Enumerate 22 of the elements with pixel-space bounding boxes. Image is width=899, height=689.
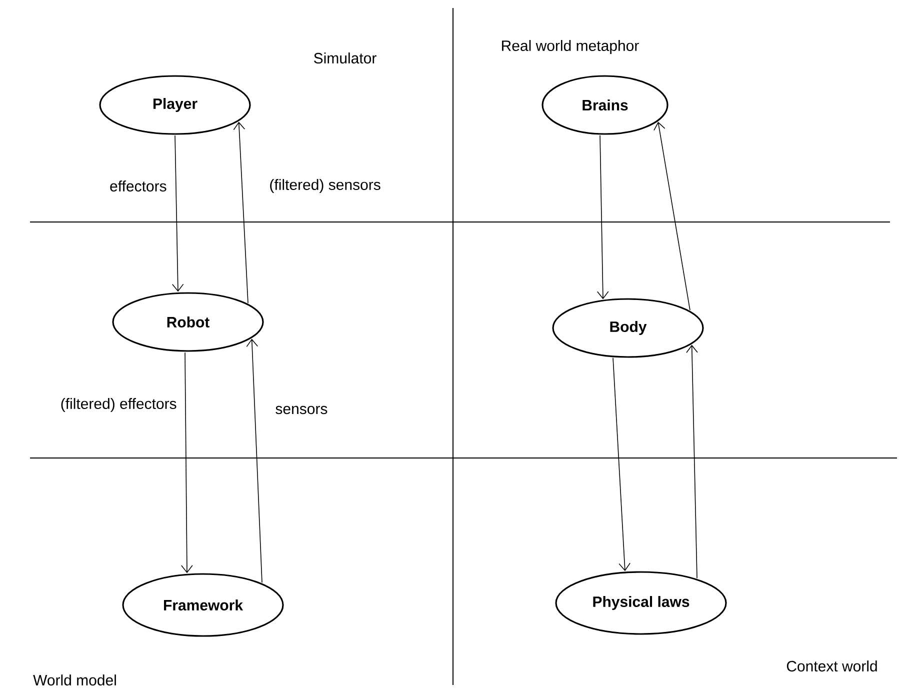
ellipse-node: Robot — [112, 292, 264, 352]
arrow — [172, 135, 184, 292]
arrow — [233, 122, 248, 304]
region-label: Simulator — [314, 52, 376, 64]
arrow — [612, 358, 630, 572]
ellipse-node: Framework — [122, 573, 284, 637]
region-label: Context world — [786, 660, 877, 672]
arrow — [654, 122, 690, 311]
region-label: Real world metaphor — [502, 40, 639, 54]
ellipse-node: Player — [99, 75, 251, 135]
region-label: World model — [33, 674, 116, 686]
ellipse-node: Physical laws — [555, 571, 727, 635]
edge-label: sensors — [276, 406, 328, 414]
edge-label: effectors — [110, 180, 166, 192]
ellipse-node: Body — [552, 298, 704, 358]
arrow — [596, 135, 609, 300]
edge-label: (filtered) sensors — [270, 179, 380, 193]
ellipse-node: Brains — [542, 75, 668, 135]
edge-label: (filtered) effectors — [61, 398, 176, 412]
arrow — [686, 344, 698, 579]
arrow — [246, 338, 262, 583]
arrow — [181, 352, 193, 574]
